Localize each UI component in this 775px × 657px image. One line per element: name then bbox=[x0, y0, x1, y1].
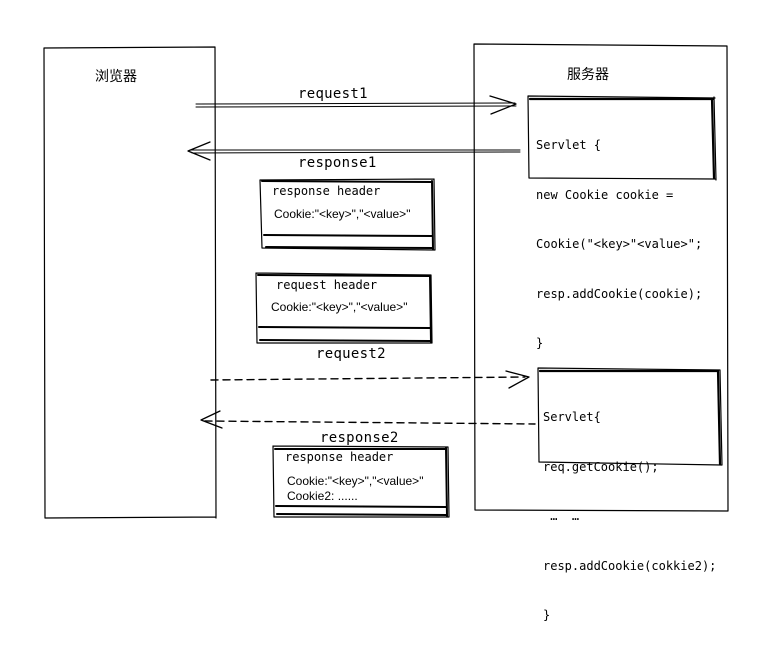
response2-label: response2 bbox=[320, 430, 399, 446]
request-header-cookie: Cookie:"<key>","<value>" bbox=[271, 300, 408, 314]
code-line: req.getCookie(); bbox=[543, 459, 659, 474]
request2-label: request2 bbox=[316, 346, 386, 362]
browser-title: 浏览器 bbox=[95, 69, 137, 85]
code-line: resp.addCookie(cokkie2); bbox=[543, 558, 717, 573]
servlet2-box bbox=[537, 367, 723, 466]
diagram-graphics bbox=[43, 43, 729, 519]
request1-arrow bbox=[195, 95, 517, 115]
response1-label: response1 bbox=[298, 155, 377, 171]
diagram-canvas: 浏览器 服务器 request1 response1 request2 resp… bbox=[43, 43, 729, 622]
response-header2-cookie: Cookie:"<key>","<value>" bbox=[287, 474, 424, 488]
response2-arrow bbox=[200, 410, 536, 429]
servlet1-code: Servlet { new Cookie cookie = Cookie("<k… bbox=[536, 104, 702, 385]
request-header-title: request header bbox=[276, 278, 378, 292]
response-header2-box bbox=[272, 445, 450, 518]
response-header2-title: response header bbox=[285, 450, 394, 464]
response1-arrow bbox=[187, 141, 521, 161]
server-title: 服务器 bbox=[567, 67, 609, 83]
servlet1-box bbox=[527, 95, 717, 181]
code-line: } bbox=[543, 608, 551, 622]
servlet2-code: Servlet{ req.getCookie(); … … resp.addCo… bbox=[543, 376, 716, 657]
code-line: new Cookie cookie = bbox=[536, 187, 674, 202]
browser-box bbox=[43, 46, 217, 519]
request-header-box bbox=[255, 272, 433, 344]
request1-label: request1 bbox=[298, 86, 368, 102]
response-header2-cookie2: Cookie2: ...... bbox=[287, 489, 358, 503]
code-line: Servlet { bbox=[536, 138, 602, 152]
request2-arrow bbox=[210, 370, 530, 389]
code-line: … … bbox=[543, 509, 580, 523]
response-header1-box bbox=[259, 178, 436, 251]
code-line: } bbox=[536, 336, 544, 350]
code-line: Cookie("<key>"<value>"; bbox=[536, 237, 703, 251]
response-header1-cookie: Cookie:"<key>","<value>" bbox=[274, 207, 411, 221]
response-header1-title: response header bbox=[272, 184, 381, 198]
code-line: Servlet{ bbox=[543, 410, 601, 424]
server-box bbox=[473, 43, 729, 512]
code-line: resp.addCookie(cookie); bbox=[536, 286, 703, 301]
